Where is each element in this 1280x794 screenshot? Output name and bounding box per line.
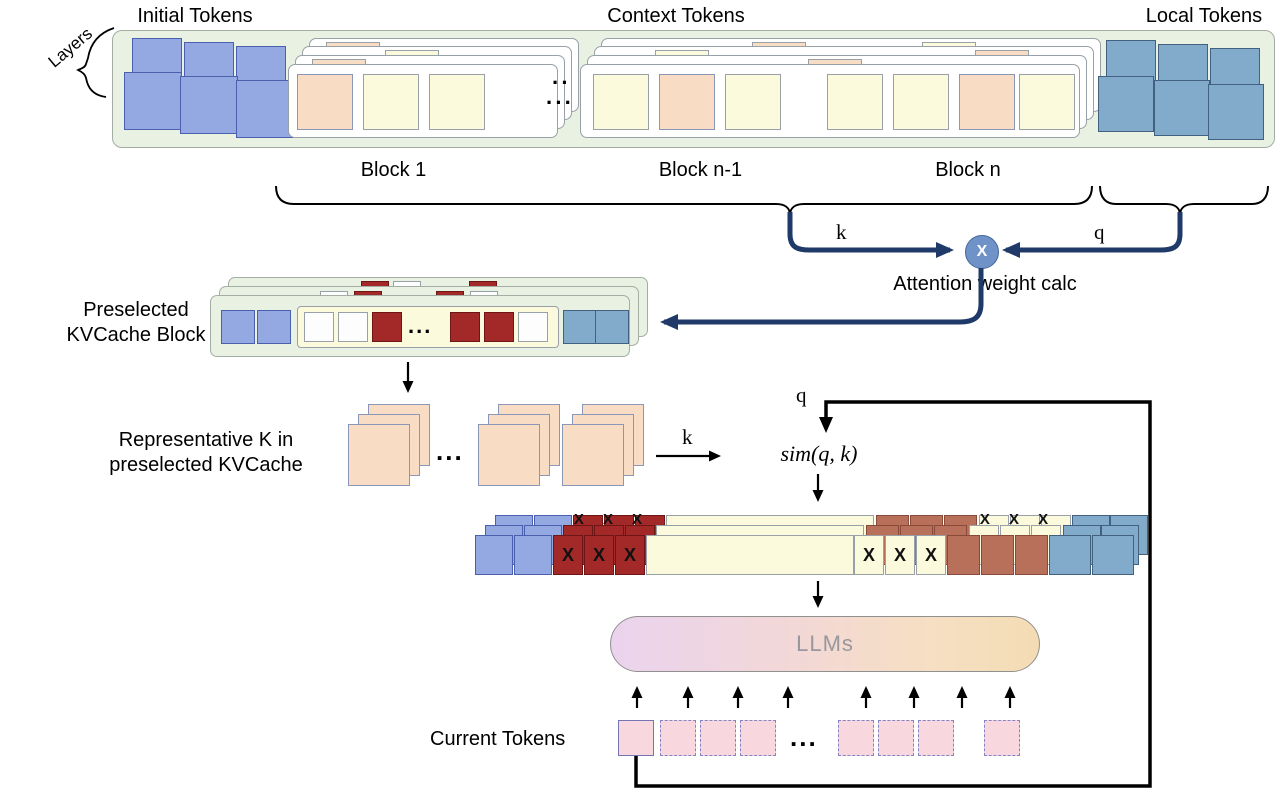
masked-token-x: X [916, 535, 946, 575]
initial-tokens-label: Initial Tokens [137, 5, 253, 27]
context-token [959, 74, 1015, 130]
k-label: k [836, 220, 847, 244]
context-ellipsis-bottom: ··· [546, 90, 574, 115]
context-token [1019, 74, 1075, 130]
selected-kv-token [372, 312, 402, 342]
k-arrow [787, 212, 954, 258]
preselected-ellipsis: ... [408, 313, 433, 338]
masked-token-x: X [854, 535, 884, 575]
rep-k-label-line2: preselected KVCache [109, 454, 303, 476]
initial-token [180, 76, 238, 134]
local-tokens-label: Local Tokens [1145, 5, 1263, 27]
selection-token [514, 535, 552, 575]
preselected-layer: ... [210, 295, 630, 357]
local-underbrace [1099, 185, 1269, 216]
masked-triplet-label: X X X [979, 511, 1049, 528]
local-token [1098, 76, 1154, 132]
local-token [1208, 84, 1264, 140]
preselected-token-bar: ... [297, 306, 559, 348]
initial-token [257, 310, 291, 344]
context-token [297, 74, 353, 130]
context-token [593, 74, 649, 130]
local-token [563, 310, 597, 344]
rep-k-ellipsis: ... [436, 436, 464, 466]
rep-k-label-line1: Representative K in [118, 429, 294, 451]
context-token [363, 74, 419, 130]
current-token-placeholder [660, 720, 696, 756]
kv-token [518, 312, 548, 342]
context-underbrace [275, 185, 1093, 216]
kv-token [338, 312, 368, 342]
local-token [595, 310, 629, 344]
current-ellipsis: ... [790, 722, 818, 752]
context-ellipsis-top: ·· [552, 70, 571, 95]
block-n-label: Block n [935, 159, 1001, 181]
block-1-label: Block 1 [360, 159, 427, 181]
initial-token [236, 80, 294, 138]
selection-token [475, 535, 513, 575]
rep-k-token [562, 424, 624, 486]
current-token-placeholder [740, 720, 776, 756]
preselected-kvcache-label: Preselected KVCache Block [30, 298, 242, 348]
masked-token-x: X [615, 535, 645, 575]
local-token [1154, 80, 1210, 136]
attention-multiply-node: X [965, 235, 999, 269]
selection-token-bar [646, 535, 854, 575]
current-token-placeholder [918, 720, 954, 756]
selected-token [981, 535, 1014, 575]
q-label: q [1094, 220, 1105, 244]
k2-label: k [682, 425, 693, 449]
rep-k-token [478, 424, 540, 486]
context-block-layer [288, 64, 558, 138]
masked-triplet-label: X X X [573, 511, 643, 528]
preselected-label-line1: Preselected [83, 299, 189, 321]
context-token [827, 74, 883, 130]
initial-token [221, 310, 255, 344]
q-arrow [1002, 212, 1183, 258]
llm-label: LLMs [796, 631, 854, 656]
masked-token-x: X [584, 535, 614, 575]
masked-token-x: X [885, 535, 915, 575]
context-token [725, 74, 781, 130]
context-token [893, 74, 949, 130]
selected-kv-token [450, 312, 480, 342]
current-token-placeholder [700, 720, 736, 756]
selection-token [1092, 535, 1134, 575]
context-token [429, 74, 485, 130]
llm-pill: LLMs [610, 616, 1040, 672]
context-token [659, 74, 715, 130]
rep-k-token [348, 424, 410, 486]
initial-token [124, 72, 182, 130]
kv-token [304, 312, 334, 342]
selection-token [1049, 535, 1091, 575]
block-n-1-label: Block n-1 [658, 159, 743, 181]
current-tokens-label: Current Tokens [430, 728, 566, 750]
selected-token [1015, 535, 1048, 575]
sim-expression: sim(q, k) [780, 441, 858, 466]
current-token [618, 720, 654, 756]
preselected-label-line2: KVCache Block [66, 324, 206, 346]
masked-token-x: X [553, 535, 583, 575]
q2-label: q [796, 383, 807, 407]
context-tokens-label: Context Tokens [607, 5, 745, 27]
current-token-placeholder [984, 720, 1020, 756]
layers-label: Layers [44, 23, 96, 72]
current-token-placeholder [878, 720, 914, 756]
selected-token [947, 535, 980, 575]
selected-kv-token [484, 312, 514, 342]
context-block-layer [580, 64, 1080, 138]
representative-k-label: Representative K in preselected KVCache [72, 428, 340, 478]
current-token-placeholder [838, 720, 874, 756]
attention-weight-calc-label: Attention weight calc [893, 273, 1077, 295]
